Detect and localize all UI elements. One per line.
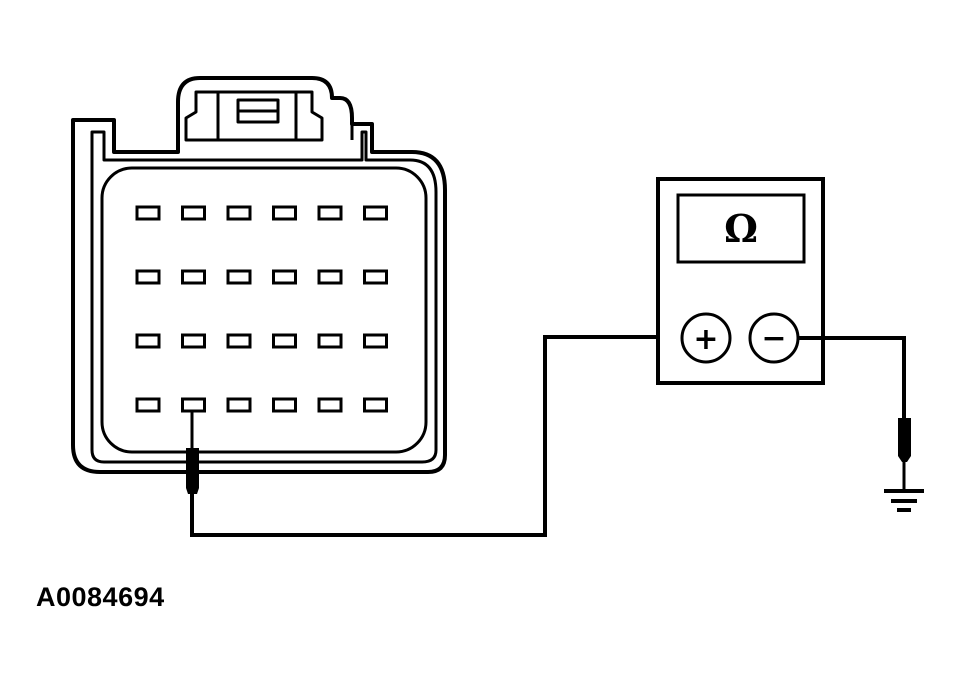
terminal-cavity-r2-c6	[363, 269, 388, 285]
negative-terminal-label: −	[761, 321, 786, 356]
terminal-cavity-r3-c4	[272, 333, 297, 349]
terminal-cavity-r4-c6	[363, 397, 388, 413]
terminal-cavity-r2-c5	[317, 269, 343, 285]
terminal-cavity-r4-c3	[226, 397, 252, 413]
terminal-cavity-r2-c4	[272, 269, 297, 285]
terminal-cavity-r1-c6	[363, 205, 388, 221]
figure-id: A0084694	[36, 582, 165, 612]
terminal-cavity-r2-c3	[226, 269, 252, 285]
ground-probe	[898, 418, 911, 456]
meter-display-symbol: Ω	[724, 206, 758, 251]
backprobe-clip-tip	[186, 488, 199, 494]
terminal-cavity-r1-c1	[135, 205, 161, 221]
ohmmeter: Ω + −	[656, 177, 825, 385]
terminal-cavity-r2-c1	[135, 269, 161, 285]
terminal-cavity-r1-c5	[317, 205, 343, 221]
terminal-cavity-r1-c4	[272, 205, 297, 221]
terminal-cavity-r1-c2	[181, 205, 206, 221]
negative-test-lead	[798, 336, 924, 512]
connector-outer-shell	[71, 76, 447, 474]
terminal-cavity-r2-c2	[181, 269, 206, 285]
positive-test-lead	[186, 335, 683, 537]
ground-probe-tip	[898, 456, 911, 462]
connector-inner-shell	[90, 130, 438, 464]
terminal-cavity-r4-c1	[135, 397, 161, 413]
ground-icon	[884, 489, 924, 512]
meter-display	[676, 193, 806, 264]
terminal-cavity-r3-c6	[363, 333, 388, 349]
terminal-cavity-r3-c3	[226, 333, 252, 349]
terminal-cavity-r4-c2	[181, 397, 206, 413]
terminal-cavity-r3-c5	[317, 333, 343, 349]
connector	[71, 76, 447, 474]
terminal-cavity-r1-c3	[226, 205, 252, 221]
connector-cavity	[100, 166, 428, 454]
terminal-cavity-r4-c5	[317, 397, 343, 413]
backprobe-clip	[186, 448, 199, 488]
connector-latch	[184, 90, 324, 142]
terminal-grid	[135, 205, 388, 413]
connector-latch-detail	[216, 92, 298, 140]
terminal-cavity-r4-c4	[272, 397, 297, 413]
terminal-cavity-r3-c2	[181, 333, 206, 349]
positive-terminal-label: +	[693, 322, 718, 357]
negative-lead-wire	[798, 336, 906, 420]
positive-lead-wire	[190, 335, 683, 537]
positive-terminal	[680, 312, 732, 364]
terminal-cavity-r3-c1	[135, 333, 161, 349]
